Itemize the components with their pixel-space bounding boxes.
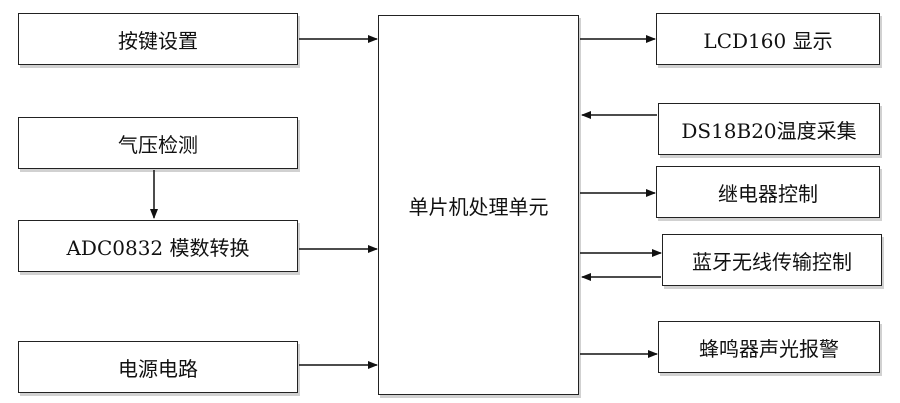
bluetooth-control-block: 蓝牙无线传输控制: [662, 234, 882, 286]
power-circuit-label: 电源电路: [118, 356, 198, 381]
key-settings-label: 按键设置: [118, 28, 198, 53]
temp-sensor-label: DS18B20温度采集: [681, 118, 857, 143]
buzzer-alarm-block: 蜂鸣器声光报警: [658, 321, 880, 373]
mcu-unit-block: 单片机处理单元: [378, 15, 579, 395]
lcd-display-block: LCD160 显示: [656, 13, 880, 65]
adc-convert-label: ADC0832 模数转换: [66, 235, 250, 260]
relay-control-label: 继电器控制: [718, 181, 818, 206]
key-settings-block: 按键设置: [18, 13, 298, 65]
relay-control-block: 继电器控制: [656, 166, 880, 218]
bluetooth-control-label: 蓝牙无线传输控制: [692, 249, 852, 274]
buzzer-alarm-label: 蜂鸣器声光报警: [699, 336, 839, 361]
power-circuit-block: 电源电路: [18, 341, 298, 393]
adc-convert-block: ADC0832 模数转换: [18, 220, 298, 272]
temp-sensor-block: DS18B20温度采集: [658, 103, 880, 155]
pressure-detect-block: 气压检测: [18, 117, 298, 169]
pressure-detect-label: 气压检测: [118, 132, 198, 157]
lcd-display-label: LCD160 显示: [703, 28, 833, 53]
mcu-unit-label: 单片机处理单元: [408, 194, 549, 219]
